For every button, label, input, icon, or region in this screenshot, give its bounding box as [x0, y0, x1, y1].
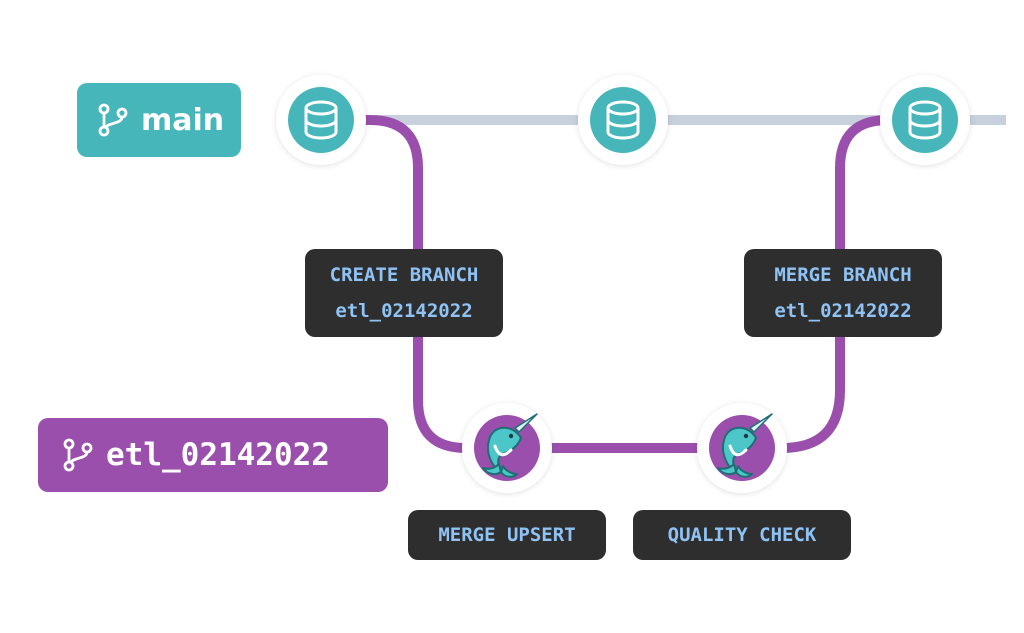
main-node-1 [276, 75, 366, 165]
quality-check-title: QUALITY CHECK [667, 524, 817, 546]
merge-upsert-label: MERGE UPSERT [408, 510, 606, 560]
etl-branch-badge: etl_02142022 [38, 418, 388, 492]
merge-branch-title: MERGE BRANCH [774, 264, 912, 286]
main-node-2 [578, 75, 668, 165]
create-branch-subtitle: etl_02142022 [335, 300, 473, 322]
merge-branch-label: MERGE BRANCH etl_02142022 [744, 249, 942, 337]
quality-check-label: QUALITY CHECK [633, 510, 851, 560]
etl-branch-label: etl_02142022 [106, 437, 330, 473]
etl-node-2 [697, 403, 787, 493]
main-branch-label: main [141, 102, 225, 138]
main-branch-badge: main [77, 83, 241, 157]
merge-upsert-title: MERGE UPSERT [438, 524, 576, 546]
git-branch-icon [98, 103, 128, 137]
etl-node-1 [462, 403, 552, 493]
git-branch-icon [63, 438, 93, 472]
create-branch-label: CREATE BRANCH etl_02142022 [305, 249, 503, 337]
merge-branch-subtitle: etl_02142022 [774, 300, 912, 322]
create-branch-title: CREATE BRANCH [329, 264, 479, 286]
main-node-3 [880, 75, 970, 165]
